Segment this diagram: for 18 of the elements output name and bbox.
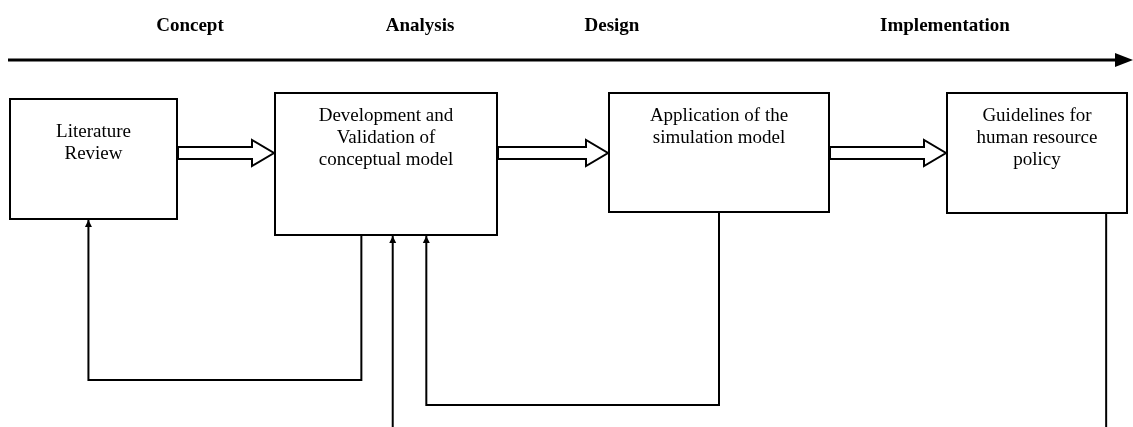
phase-label: Design	[584, 14, 640, 36]
phase-label: Analysis	[385, 14, 455, 36]
arrow	[389, 235, 397, 427]
arrow	[84, 219, 363, 381]
process-box	[274, 92, 498, 236]
phase-label: Implementation	[880, 14, 1010, 36]
block-arrow	[829, 138, 948, 168]
box-text: Guidelines for human resource policy	[975, 104, 1099, 170]
arrow	[422, 212, 720, 406]
process-box	[946, 92, 1128, 214]
process-box	[608, 92, 830, 213]
box-text: Development and Validation of conceptual model	[317, 104, 455, 170]
process-box	[9, 98, 178, 220]
block-arrow	[497, 138, 610, 168]
phase-label: Concept	[156, 14, 224, 36]
box-text: Application of the simulation model	[648, 104, 790, 148]
box-text: Literature Review	[55, 120, 132, 164]
block-arrow	[177, 138, 276, 168]
